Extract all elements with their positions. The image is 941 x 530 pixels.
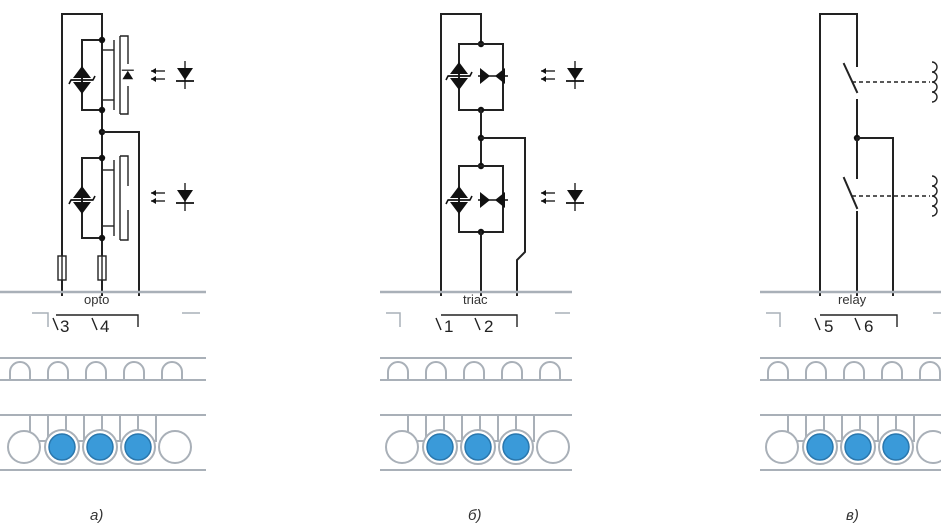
terminal-number: 3 xyxy=(60,317,69,336)
terminal-number: 2 xyxy=(484,317,493,336)
panel-relay: relay 5 6 в) xyxy=(760,13,941,524)
terminal-housing xyxy=(380,290,572,471)
panel-caption: б) xyxy=(468,507,481,524)
terminal-number: 1 xyxy=(444,317,453,336)
terminal-number: 4 xyxy=(100,317,109,336)
output-type-label: relay xyxy=(838,292,867,307)
output-type-label: triac xyxy=(463,292,488,307)
panel-triac: triac 1 2 б) xyxy=(380,13,585,524)
terminal-number: 6 xyxy=(864,317,873,336)
status-leds xyxy=(44,429,156,465)
panel-opto: opto 3 4 а) xyxy=(0,13,206,524)
panel-caption: а) xyxy=(90,507,103,524)
panel-caption: в) xyxy=(846,507,859,524)
terminal-number: 5 xyxy=(824,317,833,336)
status-leds xyxy=(422,429,534,465)
status-leds xyxy=(802,429,914,465)
output-type-label: opto xyxy=(84,292,109,307)
